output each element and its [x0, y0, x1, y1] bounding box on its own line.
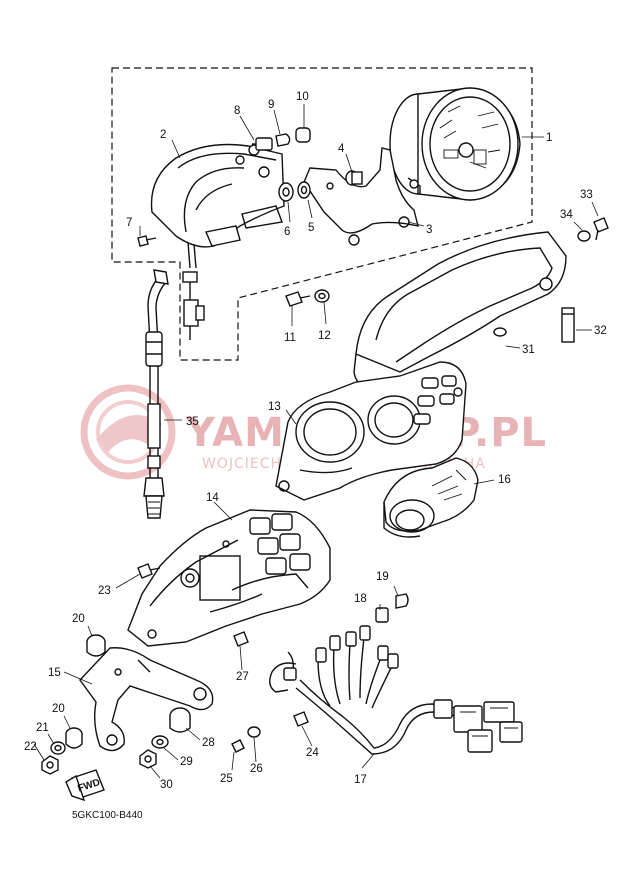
callout-6: 6: [284, 226, 290, 238]
bulb-9: [275, 133, 291, 147]
callout-14: 14: [206, 492, 219, 504]
collar-21: [50, 741, 66, 755]
meter-bracket: [303, 147, 419, 246]
bulb-19: [395, 593, 409, 609]
callout-27: 27: [236, 671, 249, 683]
collar-29: [151, 735, 169, 749]
assembly-boundary: [111, 67, 533, 361]
tachometer-unit: [383, 457, 479, 538]
callout-15: 15: [48, 667, 61, 679]
callout-30: 30: [160, 779, 173, 791]
callout-10: 10: [296, 91, 309, 103]
callout-31: 31: [522, 344, 535, 356]
callout-2: 2: [160, 129, 166, 141]
fwd-arrow: FWD: [65, 769, 105, 802]
collar-5: [297, 181, 311, 199]
leader-lines: [33, 104, 599, 779]
callout-25: 25: [220, 773, 233, 785]
callout-19: 19: [376, 571, 389, 583]
meter-upper-cover: [353, 231, 567, 393]
callout-5: 5: [308, 222, 314, 234]
washer-6: [278, 182, 294, 202]
callout-4: 4: [338, 143, 345, 155]
watermark-logo-emblem: [80, 384, 176, 480]
meter-base-panel: [127, 509, 331, 647]
screw-33: [593, 217, 609, 241]
diagram-code: 5GKC100-B440: [72, 810, 143, 821]
screw-27: [233, 631, 249, 647]
damper-20-upper: [86, 634, 106, 657]
callout-20b: 20: [52, 703, 65, 715]
callout-28: 28: [202, 737, 215, 749]
screw-23: [137, 563, 161, 579]
damper-28: [169, 707, 191, 733]
callout-12: 12: [318, 330, 331, 342]
screw-11: [285, 291, 311, 307]
grommet-4: [345, 170, 363, 186]
callout-29: 29: [180, 756, 193, 768]
callout-24: 24: [306, 747, 319, 759]
callouts: 1 2 3 4 5 6 7 8 9 10 11 12 13 14 15 16 1…: [24, 91, 607, 791]
speedometer-cable: [143, 269, 169, 519]
nut-22: [41, 755, 59, 775]
meter-housing: [150, 143, 285, 340]
callout-21: 21: [36, 722, 49, 734]
bolt-24: [293, 711, 309, 727]
callout-20a: 20: [72, 613, 85, 625]
bulb-socket-8: [252, 137, 273, 151]
damper-32: [561, 307, 575, 343]
callout-32: 32: [594, 325, 607, 337]
meter-lower-cover: [275, 361, 467, 501]
washer-26: [247, 726, 261, 738]
wire-harness: [269, 625, 523, 755]
washer-34: [577, 230, 591, 242]
callout-33: 33: [580, 189, 593, 201]
callout-11: 11: [284, 332, 296, 344]
washer-12: [314, 289, 330, 303]
callout-17: 17: [354, 774, 367, 786]
callout-23: 23: [98, 585, 111, 597]
callout-1: 1: [546, 132, 552, 144]
callout-3: 3: [426, 224, 432, 236]
callout-34: 34: [560, 209, 573, 221]
callout-9: 9: [268, 99, 274, 111]
callout-16: 16: [498, 474, 511, 486]
callout-18: 18: [354, 593, 367, 605]
meter-stay-bracket: [79, 647, 214, 752]
callout-7: 7: [126, 217, 132, 229]
screw-25: [231, 739, 245, 753]
callout-35: 35: [186, 416, 199, 428]
speedometer-assembly: [389, 87, 521, 201]
callout-26: 26: [250, 763, 263, 775]
callout-13: 13: [268, 401, 281, 413]
screw-7: [137, 235, 157, 247]
nut-30: [139, 749, 157, 769]
damper-20-lower: [65, 727, 83, 749]
lamp-cap-10: [295, 127, 311, 143]
bulb-socket-18: [375, 607, 389, 623]
callout-8: 8: [234, 105, 240, 117]
callout-22: 22: [24, 741, 37, 753]
